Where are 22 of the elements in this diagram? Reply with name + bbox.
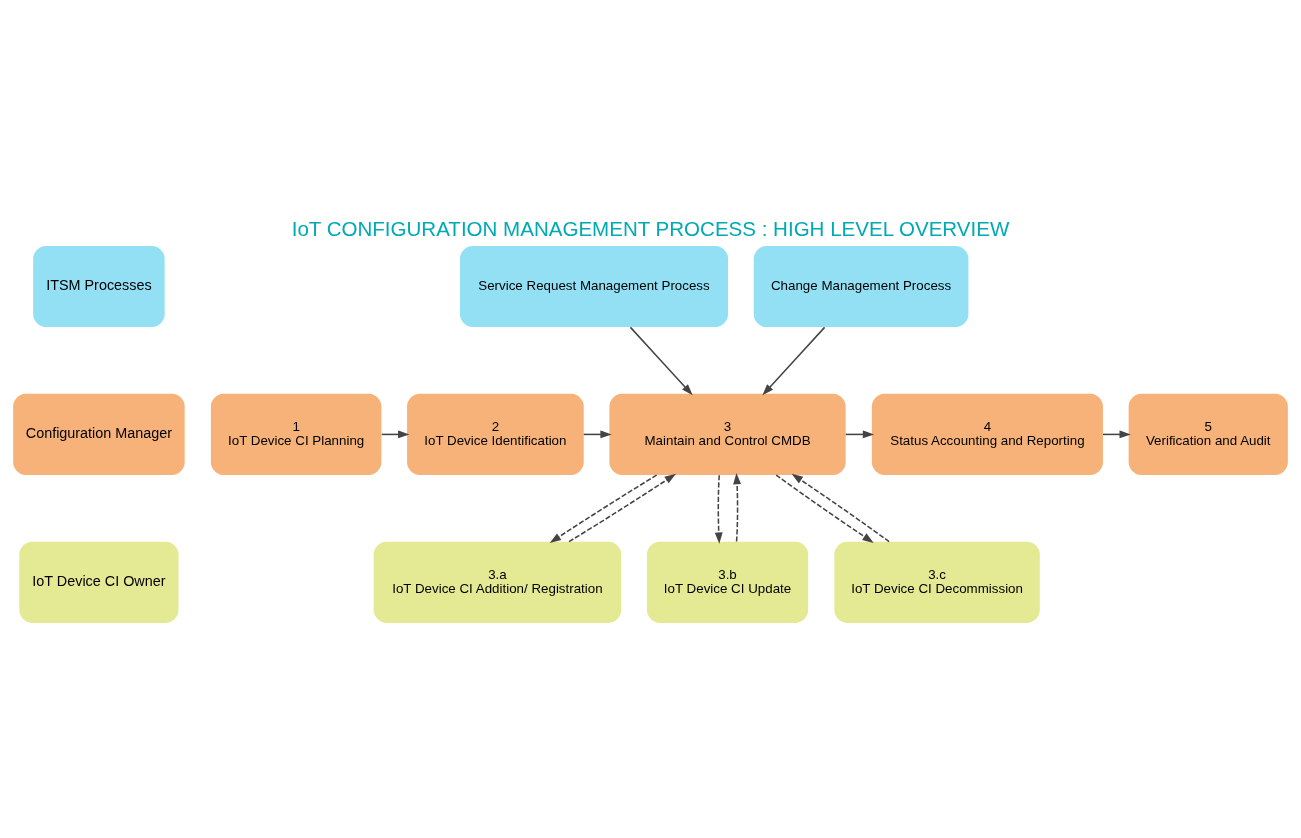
node-box: 5 Verification and Audit xyxy=(1128,393,1288,475)
node-box: 1 IoT Device CI Planning xyxy=(210,393,382,475)
arrow xyxy=(733,472,741,543)
arrow xyxy=(762,326,826,396)
node-box: 3.b IoT Device CI Update xyxy=(646,541,809,623)
arrow xyxy=(568,473,676,543)
arrow xyxy=(791,473,890,543)
node-box: Change Management Process xyxy=(753,245,969,328)
arrow xyxy=(775,474,874,543)
node-box: IoT Device CI Owner xyxy=(19,541,179,623)
node-box: Service Request Management Process xyxy=(459,245,729,328)
node-box: 4 Status Accounting and Reporting xyxy=(871,393,1103,475)
node-box: Configuration Manager xyxy=(13,393,185,475)
node-box: 3 Maintain and Control CMDB xyxy=(609,393,846,475)
arrow xyxy=(549,474,658,543)
arrow xyxy=(629,326,693,396)
node-box: 3.c IoT Device CI Decommission xyxy=(834,541,1040,623)
arrow xyxy=(714,474,723,544)
node-box: 2 IoT Device Identification xyxy=(407,393,584,475)
node-box: ITSM Processes xyxy=(33,245,165,328)
diagram-title: IoT CONFIGURATION MANAGEMENT PROCESS : HIGH LEVEL OVERVIEW xyxy=(291,216,1010,240)
node-box: 3.a IoT Device CI Addition/ Registration xyxy=(373,541,622,623)
